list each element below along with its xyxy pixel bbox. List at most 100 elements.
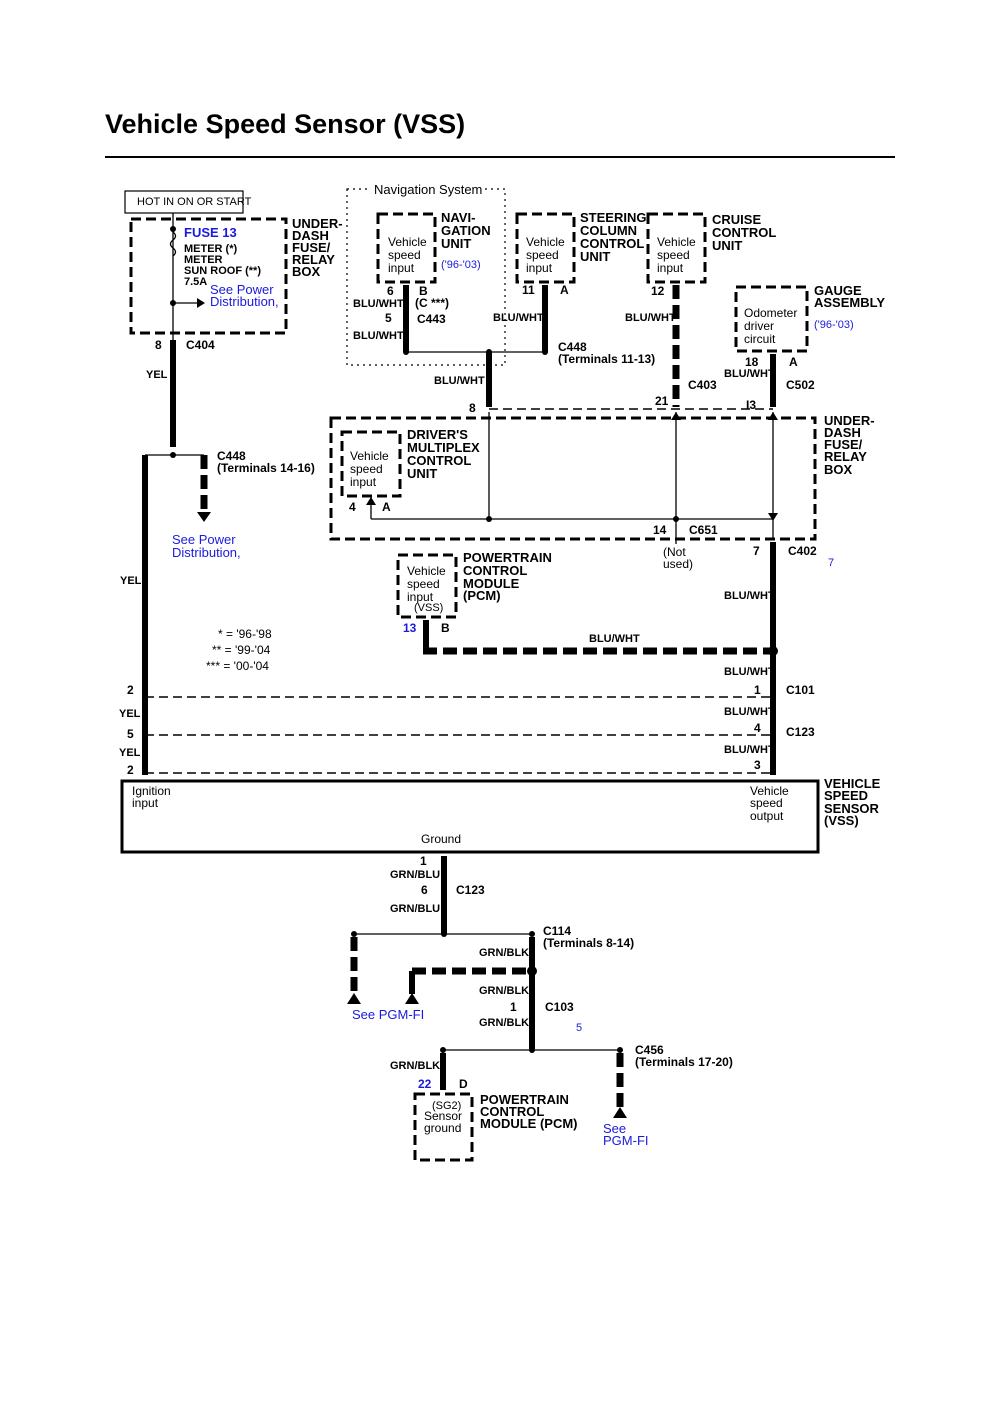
steering-unit-box [515, 212, 576, 284]
steering-input-1: Vehicle [526, 235, 565, 249]
pcm-pin-13: 13 [403, 621, 417, 635]
vss-label-1: VEHICLE [824, 776, 881, 791]
left-pin-5: 5 [127, 727, 134, 741]
pcm-pin-22: 22 [418, 1077, 432, 1091]
multiplex-input-1: Vehicle [350, 449, 389, 463]
pgm-ground-arrow-mid [405, 993, 419, 1004]
cruise-unit-box [646, 212, 707, 284]
multiplex-label-4: UNIT [407, 466, 437, 481]
c456-node-left [440, 1047, 446, 1053]
underdash-pin-8: 8 [469, 401, 476, 415]
yel-label-1: YEL [146, 369, 168, 381]
pcm-input-2: speed [407, 577, 440, 591]
c101-wire-label: BLU/WHT [724, 666, 775, 678]
gauge-years: ('96-'03) [814, 319, 854, 331]
internal-arrow-pin13 [768, 412, 778, 420]
see-power-link-4[interactable]: Distribution, [172, 545, 241, 560]
multiplex-label-3: CONTROL [407, 453, 471, 468]
pcm-bottom-label-3: MODULE (PCM) [480, 1116, 578, 1131]
c114-label: C114 [543, 924, 571, 938]
nav-wire-2: BLU/WHT [353, 330, 404, 342]
pcm-label-1: POWERTRAIN [463, 550, 552, 565]
navigation-system-label: Navigation System [374, 182, 482, 197]
not-used-2: used) [663, 557, 693, 571]
pcm-input-1: Vehicle [407, 564, 446, 578]
nav-pin-5: 5 [385, 311, 392, 325]
c402-label: C402 [788, 544, 817, 558]
c403-label: C403 [688, 378, 717, 392]
nav-label-1: NAVI- [441, 210, 475, 225]
nav-years: ('96-'03) [441, 259, 481, 271]
c101-pin-1: 1 [754, 683, 761, 697]
multiplex-pin-7: 7 [753, 544, 760, 558]
gauge-pin-18: 18 [745, 355, 759, 369]
cruise-label-1: CRUISE [712, 212, 761, 227]
fuse-box-label-5: BOX [292, 264, 321, 279]
see-power-link-2[interactable]: Distribution, [210, 294, 279, 309]
nav-pin-b: B [419, 284, 428, 298]
pcm-label-3: MODULE [463, 576, 520, 591]
pgm-ground-arrow-left [347, 993, 361, 1004]
pcm-sg2-3: ground [424, 1121, 461, 1135]
vss-ground: Ground [421, 832, 461, 846]
c651-label: C651 [689, 523, 718, 537]
pcm-bottom-label-1: POWERTRAIN [480, 1092, 569, 1107]
year-note-2: ** = '99-'04 [212, 643, 271, 657]
c448-node-nav [403, 349, 409, 355]
fuse-meter-2: METER [184, 254, 223, 266]
vss-label-4: (VSS) [824, 813, 859, 828]
cruise-input-1: Vehicle [657, 235, 696, 249]
multiplex-label-2: MULTIPLEX [407, 440, 480, 455]
gauge-label-1: GAUGE [814, 283, 862, 298]
navigation-title-bg [368, 181, 483, 197]
fuse-box-label-4: RELAY [292, 252, 335, 267]
gauge-wire-label: BLU/WHT [724, 368, 775, 380]
c123-wire-label: BLU/WHT [724, 706, 775, 718]
nav-label-3: UNIT [441, 236, 471, 251]
page-title: Vehicle Speed Sensor (VSS) [105, 109, 465, 139]
underdash-box [329, 416, 817, 541]
c402-note: 7 [828, 557, 834, 569]
c123-label: C123 [786, 725, 815, 739]
multiplex-pin-a: A [382, 500, 391, 514]
c123-pin-4: 4 [754, 721, 761, 735]
pcm-input-4: (VSS) [414, 602, 443, 614]
pcm-sg2-2: Sensor [424, 1109, 462, 1123]
pcm-right-wire-label: BLU/WHT [724, 590, 775, 602]
see-pgm-link-2a[interactable]: See [603, 1121, 626, 1136]
see-pgm-link[interactable]: See PGM-FI [352, 1007, 424, 1022]
see-power-link-1[interactable]: See Power [210, 282, 274, 297]
pcm-label-4: (PCM) [463, 588, 501, 603]
nav-c-note: (C ***) [415, 296, 449, 310]
c114-node-right [529, 931, 535, 937]
fuse-box-label-1: UNDER- [292, 216, 343, 231]
underdash-label-5: BOX [824, 462, 853, 477]
multiplex-input-2: speed [350, 462, 383, 476]
ground-c123-label: C123 [456, 883, 485, 897]
c114-node-left [351, 931, 357, 937]
pcm-pin-b: B [441, 621, 450, 635]
c103-pin-1: 1 [510, 1000, 517, 1014]
steering-input-2: speed [526, 248, 559, 262]
underdash-label-1: UNDER- [824, 413, 875, 428]
c456-terms: (Terminals 17-20) [635, 1055, 733, 1069]
vss-ignition-1: Ignition [132, 784, 171, 798]
ground-pin-6: 6 [421, 883, 428, 897]
nav-input-2: speed [388, 248, 421, 262]
see-power-link-3[interactable]: See Power [172, 532, 236, 547]
see-pgm-link-2b[interactable]: PGM-FI [603, 1133, 649, 1148]
nav-pin-6: 6 [387, 284, 394, 298]
yel-label-2: YEL [120, 575, 142, 587]
power-dist-arrow [197, 298, 205, 308]
internal-arrow-pin21 [671, 412, 681, 420]
ground-pin-1: 1 [420, 854, 427, 868]
c448-left-label: C448 [217, 449, 246, 463]
gauge-pin-a: A [789, 355, 798, 369]
cruise-input-3: input [657, 261, 684, 275]
cruise-input-2: speed [657, 248, 690, 262]
pcm-pin-d: D [459, 1077, 468, 1091]
c103-label: C103 [545, 1000, 574, 1014]
c101-label: C101 [786, 683, 815, 697]
pcm-bottom-label-2: CONTROL [480, 1104, 544, 1119]
power-dist-arrow-down [197, 512, 211, 522]
